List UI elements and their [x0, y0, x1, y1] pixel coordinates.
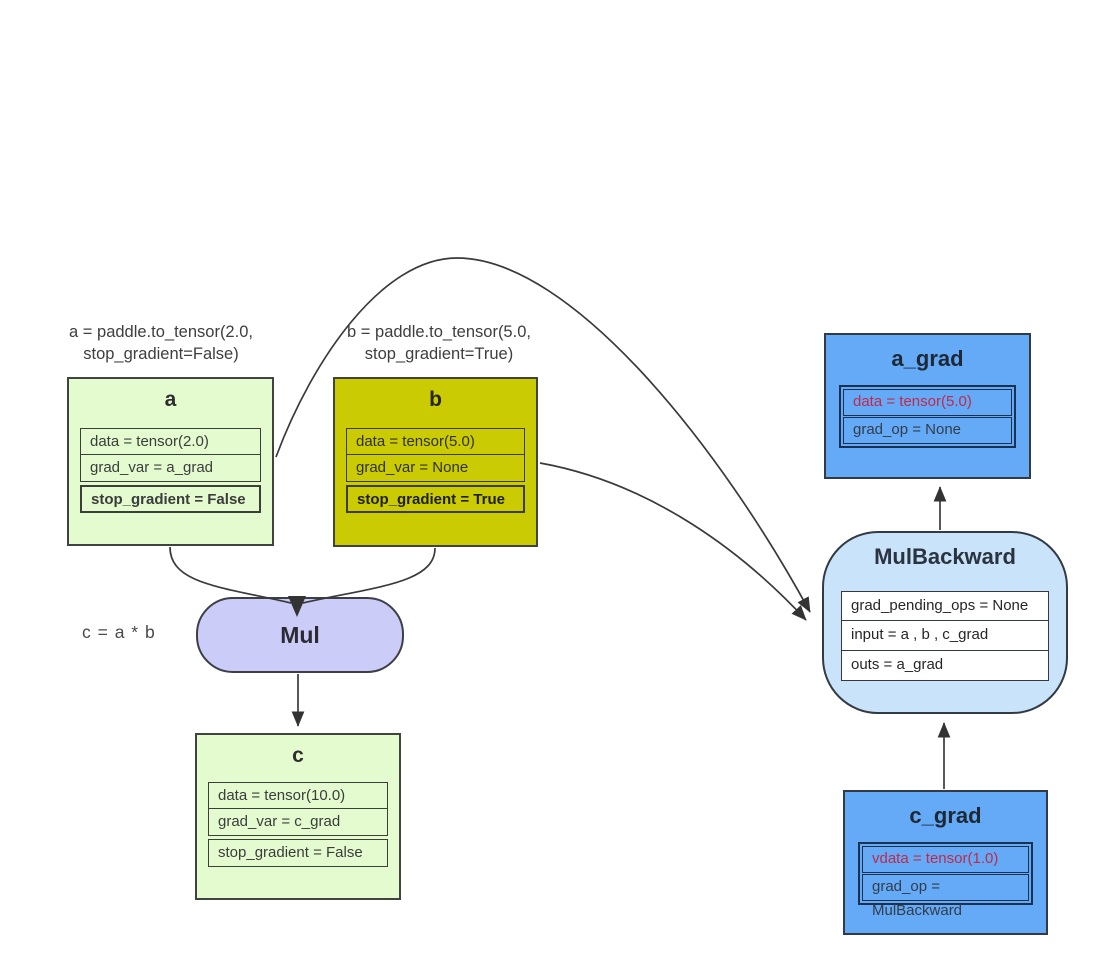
expression-c: c = a * b	[82, 622, 156, 642]
mul-backward-row-input: input = a , b , c_grad	[841, 620, 1049, 652]
node-tensor-a: a data = tensor(2.0) grad_var = a_grad s…	[67, 377, 274, 546]
node-b-row-stop-gradient: stop_gradient = True	[346, 485, 525, 514]
node-tensor-b: b data = tensor(5.0) grad_var = None sto…	[333, 377, 538, 547]
caption-tensor-a: a = paddle.to_tensor(2.0, stop_gradient=…	[69, 323, 253, 363]
a-grad-row-grad-op: grad_op = None	[843, 417, 1012, 444]
node-a-row-stop-gradient: stop_gradient = False	[80, 485, 261, 514]
mul-backward-row-outs: outs = a_grad	[841, 649, 1049, 681]
edge-b-to-mul	[302, 547, 436, 604]
node-a-title: a	[164, 388, 177, 411]
node-b-title: b	[429, 388, 442, 411]
node-a-row-grad-var: grad_var = a_grad	[80, 454, 261, 483]
c-grad-row-vdata: vdata = tensor(1.0)	[862, 846, 1029, 873]
edge-b-to-mul-backward	[539, 462, 807, 621]
mul-op-label: Mul	[280, 621, 320, 648]
edge-a-to-mul	[169, 546, 292, 604]
mul-backward-title: MulBackward	[874, 544, 1016, 569]
node-c-title: c	[292, 744, 304, 767]
node-a-grad: a_grad data = tensor(5.0) grad_op = None	[824, 333, 1031, 479]
node-c-row-stop-gradient: stop_gradient = False	[208, 839, 388, 868]
mul-backward-row-grad-pending-ops: grad_pending_ops = None	[841, 591, 1049, 622]
caption-tensor-b: b = paddle.to_tensor(5.0, stop_gradient=…	[347, 323, 531, 363]
c-grad-title: c_grad	[909, 803, 982, 828]
node-c-grad: c_grad vdata = tensor(1.0) grad_op = Mul…	[843, 790, 1048, 935]
node-c-row-data: data = tensor(10.0)	[208, 782, 388, 810]
a-grad-row-data: data = tensor(5.0)	[843, 389, 1012, 416]
node-mul-backward: MulBackward grad_pending_ops = None inpu…	[822, 531, 1068, 714]
node-b-row-grad-var: grad_var = None	[346, 454, 525, 483]
node-mul-op: Mul	[196, 597, 404, 673]
a-grad-title: a_grad	[891, 346, 964, 371]
c-grad-row-grad-op: grad_op = MulBackward	[862, 874, 1029, 919]
node-b-row-data: data = tensor(5.0)	[346, 428, 525, 456]
node-a-row-data: data = tensor(2.0)	[80, 428, 261, 456]
node-c-row-grad-var: grad_var = c_grad	[208, 808, 388, 837]
node-tensor-c: c data = tensor(10.0) grad_var = c_grad …	[195, 733, 401, 900]
